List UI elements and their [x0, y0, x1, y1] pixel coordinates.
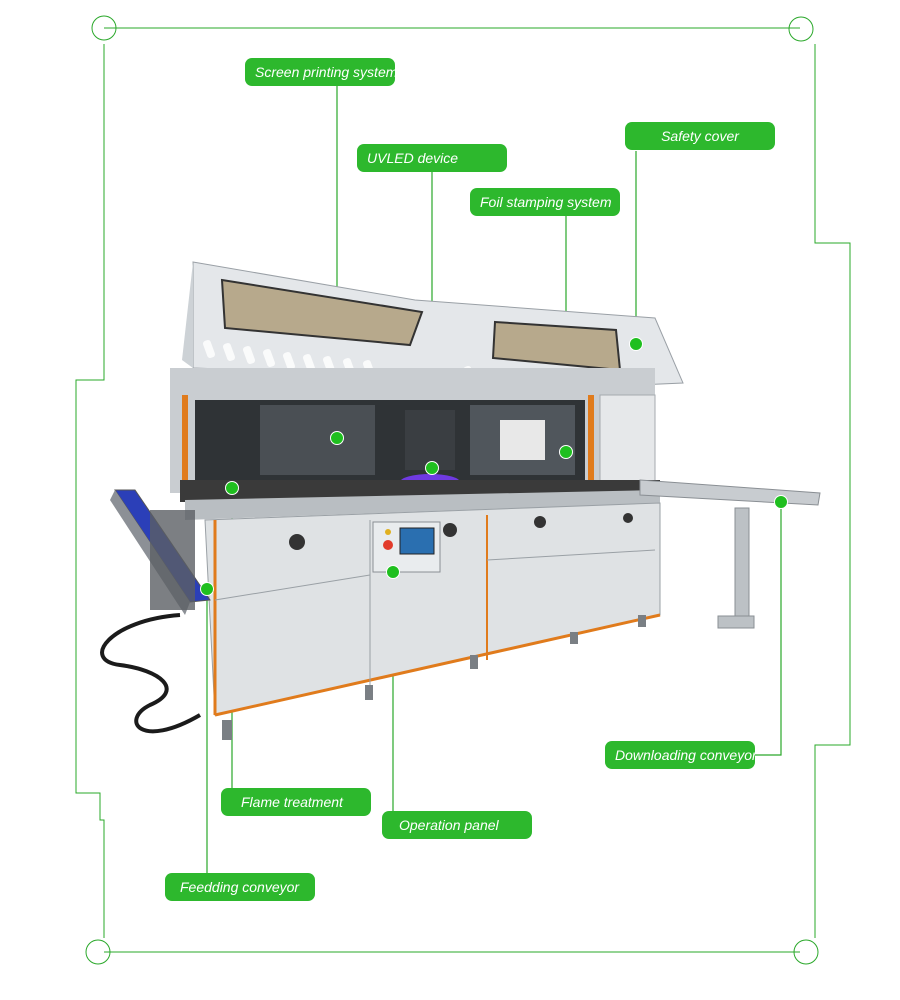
pin-downloading-conveyor [774, 495, 788, 509]
label-screen-printing: Screen printing system [245, 58, 395, 86]
label-foil-stamping: Foil stamping system [470, 188, 620, 216]
label-safety-cover: Safety cover [625, 122, 775, 150]
corner-ornament-br [793, 939, 819, 965]
cover-window-left [220, 278, 424, 347]
pin-operation-panel [386, 565, 400, 579]
leader-downloading-conveyor [754, 502, 782, 756]
corner-ornament-bl [85, 939, 111, 965]
pin-safety-cover [629, 337, 643, 351]
corner-ornament-tr [788, 16, 814, 42]
label-feeding-conveyor: Feedding conveyor [165, 873, 315, 901]
pin-foil-stamping [559, 445, 573, 459]
label-uvled: UVLED device [357, 144, 507, 172]
label-downloading-conveyor: Downloading conveyor [605, 741, 755, 769]
pin-uvled [425, 461, 439, 475]
corner-ornament-tl [91, 15, 117, 41]
outer-frame [75, 27, 851, 953]
pin-feeding-conveyor [200, 582, 214, 596]
label-operation-panel: Operation panel [382, 811, 532, 839]
pin-screen-printing [330, 431, 344, 445]
pin-flame-treatment [225, 481, 239, 495]
downloading-conveyor-shape [639, 479, 821, 506]
label-flame-treatment: Flame treatment [221, 788, 371, 816]
